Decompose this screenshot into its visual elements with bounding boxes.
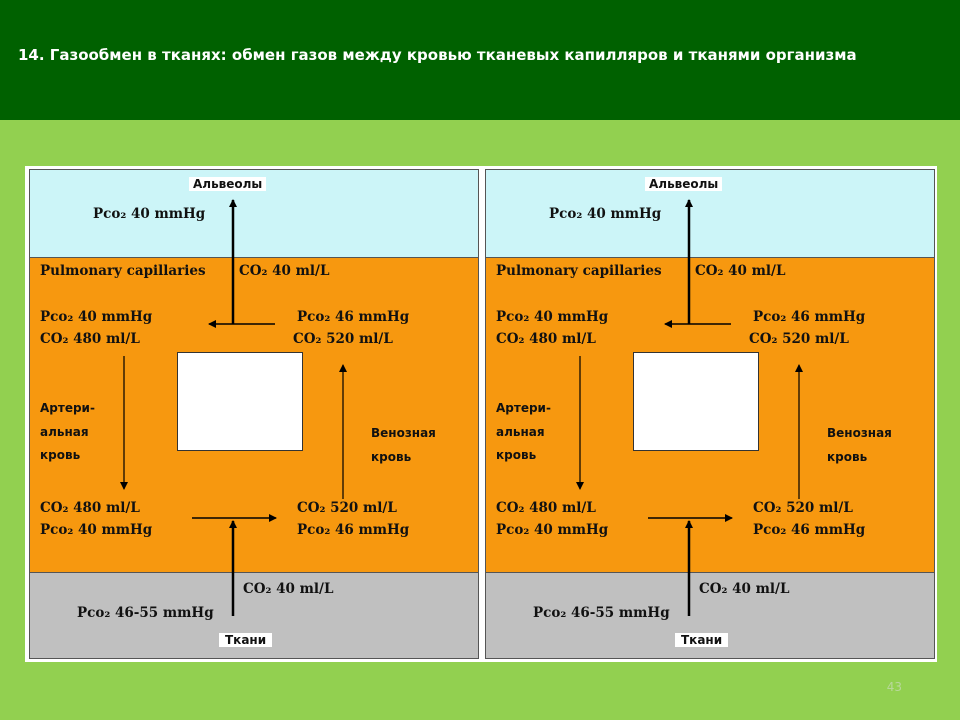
arterial-label-2: альная: [40, 425, 89, 439]
pulmonary-capillaries-label: Pulmonary capillaries: [496, 263, 662, 279]
diagram-panel-left: Альвеолы Pco₂ 40 mmHg Pulmonary capillar…: [29, 169, 479, 659]
venous-label-2: кровь: [827, 450, 868, 464]
tissue-pco2: Pco₂ 46-55 mmHg: [533, 605, 670, 621]
arterial-bottom-pco2: Pco₂ 40 mmHg: [496, 522, 609, 538]
arterial-label-2: альная: [496, 425, 545, 439]
arterial-bottom-pco2: Pco₂ 40 mmHg: [40, 522, 153, 538]
diagram-panel-right: Альвеолы Pco₂ 40 mmHg Pulmonary capillar…: [485, 169, 935, 659]
venous-bottom-pco2: Pco₂ 46 mmHg: [753, 522, 866, 538]
venous-top-pco2: Pco₂ 46 mmHg: [297, 309, 410, 325]
header-bar: [0, 0, 960, 120]
blank-box: [633, 352, 759, 451]
venous-label-2: кровь: [371, 450, 412, 464]
venous-bottom-co2: CO₂ 520 ml/L: [297, 500, 397, 516]
pulmonary-capillaries-label: Pulmonary capillaries: [40, 263, 206, 279]
tissue-pco2: Pco₂ 46-55 mmHg: [77, 605, 214, 621]
venous-top-co2: CO₂ 520 ml/L: [749, 331, 849, 347]
arterial-top-pco2: Pco₂ 40 mmHg: [496, 309, 609, 325]
arterial-label-3: кровь: [496, 448, 537, 462]
venous-label-1: Венозная: [371, 426, 436, 440]
arterial-label-3: кровь: [40, 448, 81, 462]
arterial-bottom-co2: CO₂ 480 ml/L: [496, 500, 596, 516]
arterial-bottom-co2: CO₂ 480 ml/L: [40, 500, 140, 516]
slide-title: 14. Газообмен в тканях: обмен газов межд…: [18, 46, 857, 64]
tissue-label: Ткани: [675, 633, 729, 647]
arterial-label-1: Артери-: [496, 401, 551, 415]
alveoli-pco2: Pco₂ 40 mmHg: [549, 206, 662, 222]
arrows: [576, 199, 803, 616]
tissue-label: Ткани: [219, 633, 273, 647]
arterial-top-pco2: Pco₂ 40 mmHg: [40, 309, 153, 325]
arrows: [120, 199, 347, 616]
tissue-co2: CO₂ 40 ml/L: [243, 581, 334, 597]
pulmonary-co2: CO₂ 40 ml/L: [239, 263, 330, 279]
venous-bottom-co2: CO₂ 520 ml/L: [753, 500, 853, 516]
tissue-co2: CO₂ 40 ml/L: [699, 581, 790, 597]
page-number: 43: [886, 680, 902, 694]
venous-top-co2: CO₂ 520 ml/L: [293, 331, 393, 347]
alveoli-pco2: Pco₂ 40 mmHg: [93, 206, 206, 222]
venous-label-1: Венозная: [827, 426, 892, 440]
arterial-label-1: Артери-: [40, 401, 95, 415]
arterial-top-co2: CO₂ 480 ml/L: [40, 331, 140, 347]
arterial-top-co2: CO₂ 480 ml/L: [496, 331, 596, 347]
pulmonary-co2: CO₂ 40 ml/L: [695, 263, 786, 279]
blank-box: [177, 352, 303, 451]
venous-bottom-pco2: Pco₂ 46 mmHg: [297, 522, 410, 538]
venous-top-pco2: Pco₂ 46 mmHg: [753, 309, 866, 325]
alveoli-label: Альвеолы: [189, 177, 267, 191]
alveoli-label: Альвеолы: [645, 177, 723, 191]
